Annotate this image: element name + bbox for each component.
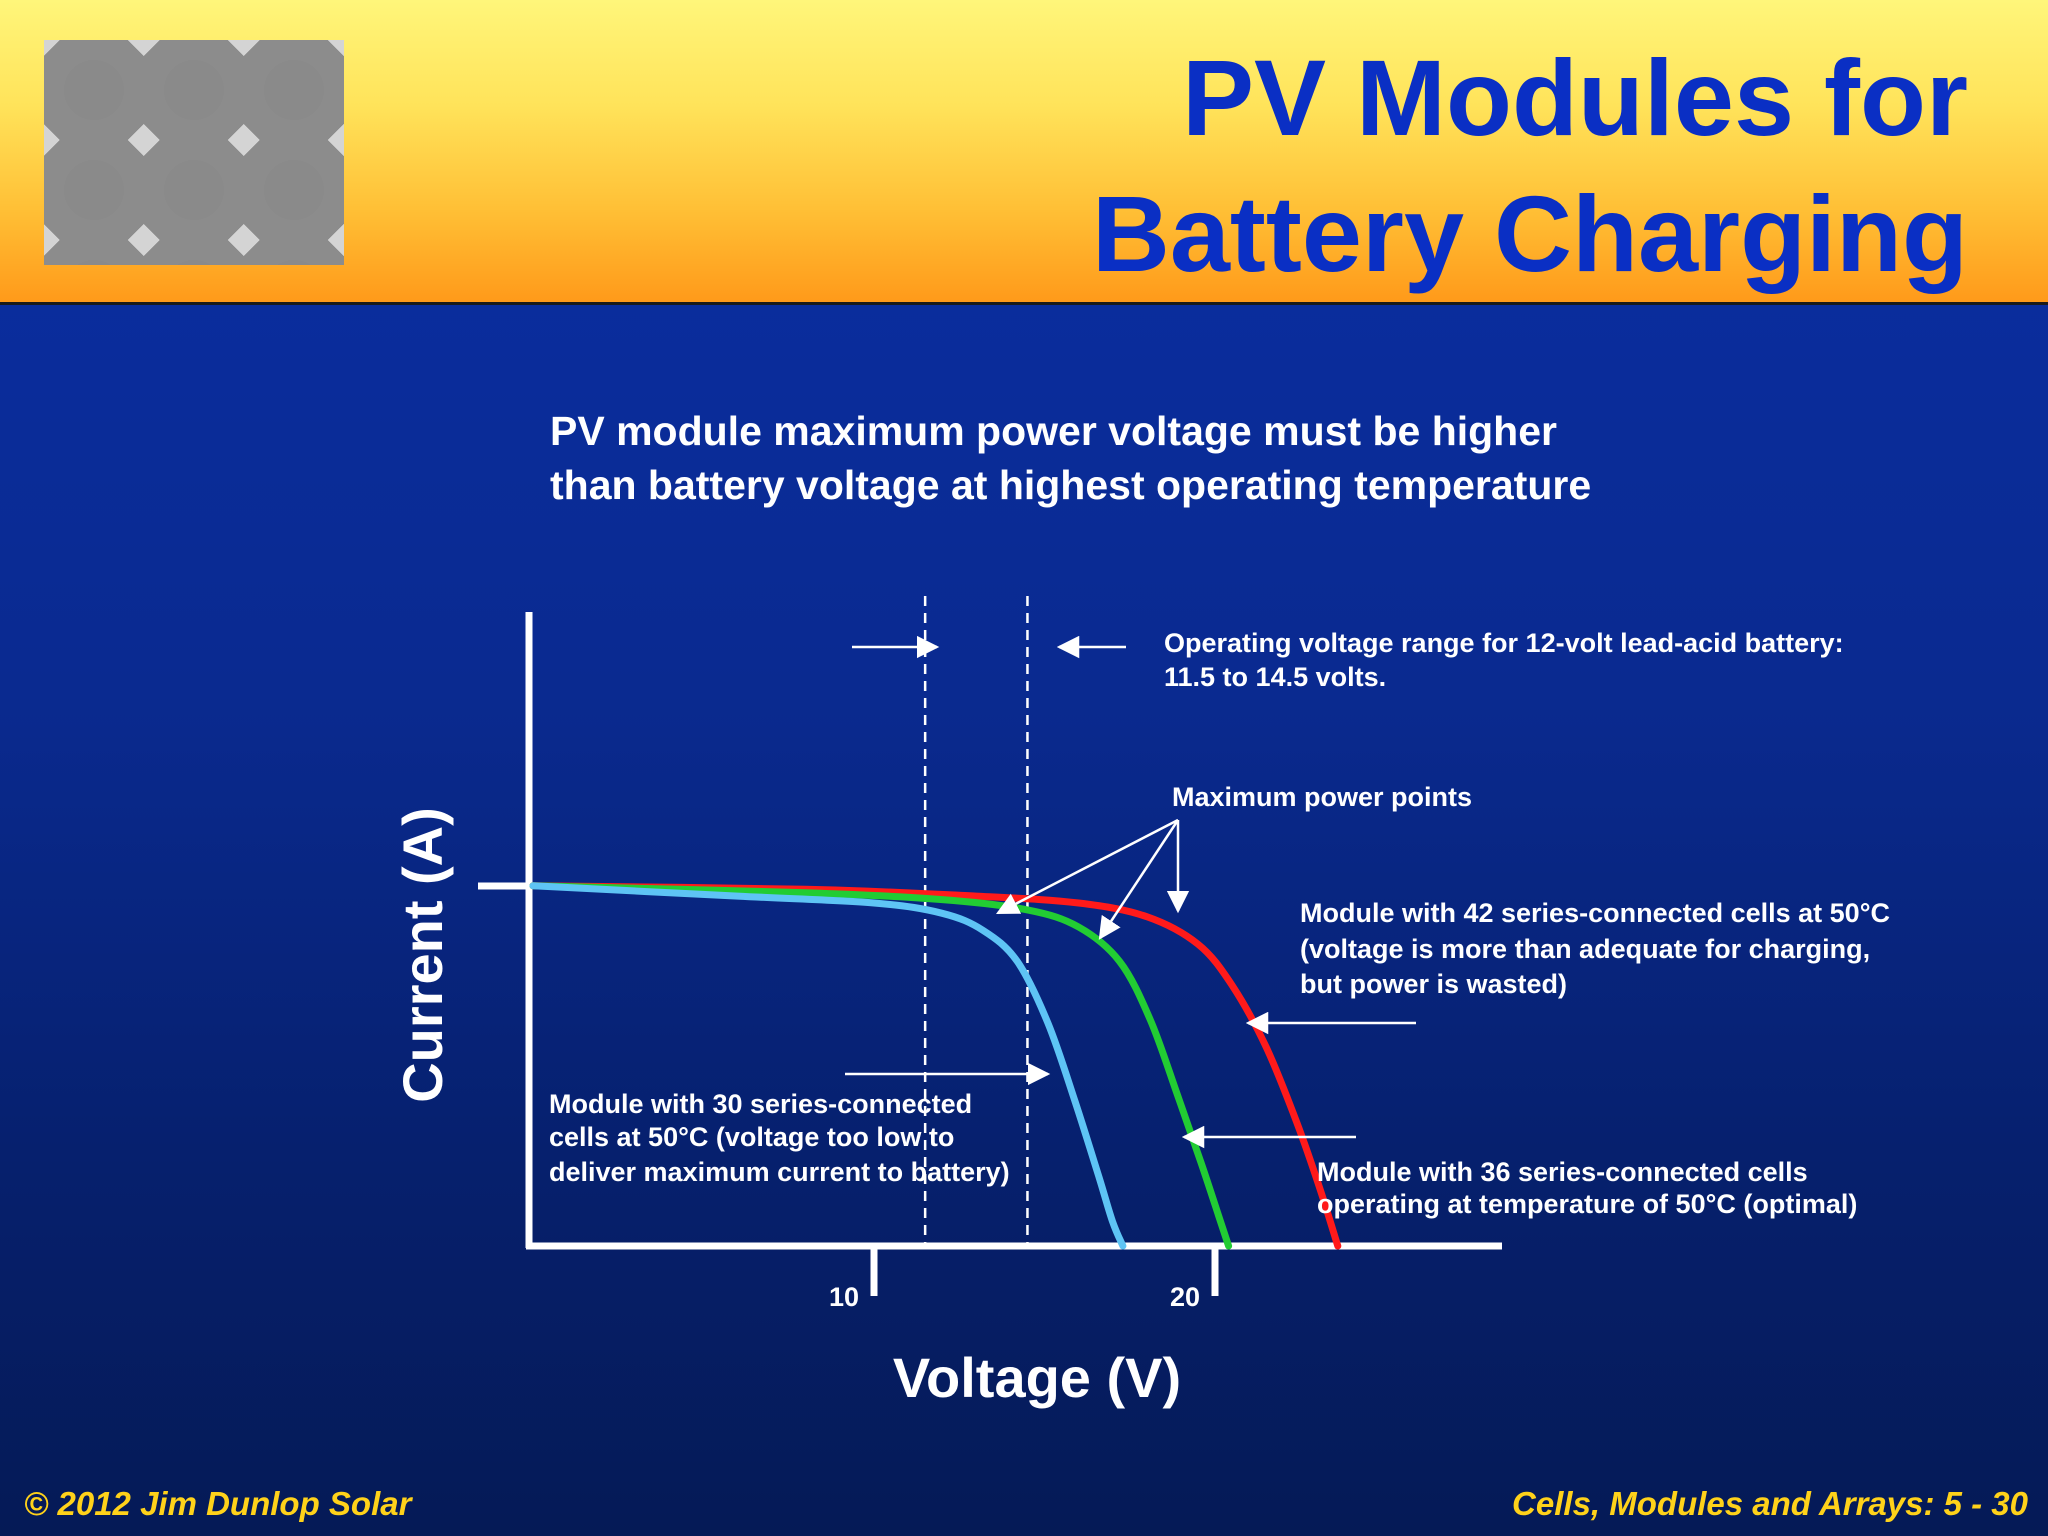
operating-range-text-line1: Operating voltage range for 12-volt lead…	[1164, 628, 1844, 658]
blue-annotation-line1: Module with 30 series-connected	[549, 1089, 972, 1119]
x-axis-label: Voltage (V)	[893, 1346, 1181, 1409]
header-band: PV Modules for Battery Charging	[0, 0, 2048, 305]
red-annotation-line2: (voltage is more than adequate for charg…	[1300, 934, 1870, 964]
green-annotation-line2: operating at temperature of 50°C (optima…	[1317, 1189, 1857, 1219]
mpp-label: Maximum power points	[1172, 782, 1472, 812]
series-curve-1	[529, 882, 1233, 1250]
mpp-arrow-blue	[996, 818, 1179, 915]
operating-range-text-line2: 11.5 to 14.5 volts.	[1164, 662, 1386, 692]
subtitle-line2: than battery voltage at highest operatin…	[550, 462, 1592, 508]
x-tick-label-1: 20	[1170, 1282, 1200, 1312]
x-ticks: 10 20	[829, 1246, 1219, 1312]
subtitle-line1: PV module maximum power voltage must be …	[550, 408, 1557, 454]
footer-slide-ref: Cells, Modules and Arrays: 5 - 30	[1512, 1485, 2028, 1522]
green-annotation-line1: Module with 36 series-connected cells	[1317, 1157, 1808, 1187]
slide-subtitle: PV module maximum power voltage must be …	[550, 404, 1850, 512]
footer-copyright: © 2012 Jim Dunlop Solar	[24, 1485, 412, 1522]
blue-annotation-line3: deliver maximum current to battery)	[549, 1157, 1010, 1187]
solar-cells-photo	[44, 40, 344, 265]
red-annotation-line1: Module with 42 series-connected cells at…	[1300, 898, 1890, 928]
red-annotation-line3: but power is wasted)	[1300, 969, 1567, 999]
series-curve-2	[529, 882, 1127, 1250]
annotation-arrows	[845, 635, 1416, 1149]
series-group	[529, 882, 1342, 1250]
y-axis-label: Current (A)	[391, 807, 454, 1103]
x-tick-label-0: 10	[829, 1282, 859, 1312]
slide-title-line1: PV Modules for	[1181, 37, 1968, 158]
mpp-arrow-green	[1098, 819, 1180, 940]
blue-annotation-line2: cells at 50°C (voltage too low to	[549, 1122, 954, 1152]
slide-title: PV Modules for Battery Charging	[568, 30, 1968, 302]
slide-title-line2: Battery Charging	[1091, 173, 1968, 294]
series-curve-0	[529, 882, 1342, 1250]
